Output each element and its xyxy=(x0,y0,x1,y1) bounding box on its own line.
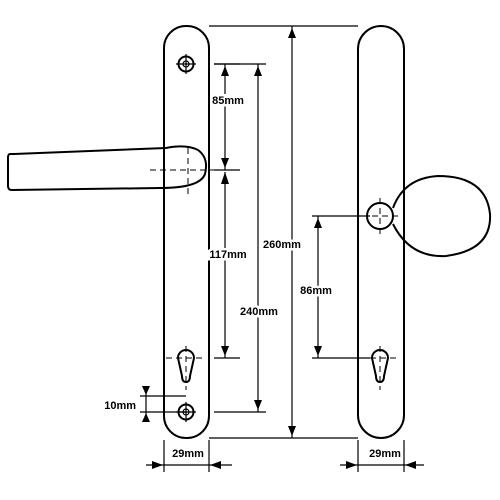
right-backplate xyxy=(357,25,405,439)
dim-29mm-left: 29mm xyxy=(146,440,232,472)
top-screw-hole xyxy=(176,54,196,74)
dim-117mm: 117mm xyxy=(207,172,249,359)
dim-86mm: 86mm xyxy=(298,215,370,359)
dim-10mm: 10mm xyxy=(104,386,186,422)
left-plate-outline xyxy=(163,25,210,439)
right-cylinder-cutout xyxy=(371,349,389,383)
dim-240mm: 240mm xyxy=(214,63,281,413)
dim-85mm-label: 85mm xyxy=(212,95,244,107)
lever-handle xyxy=(7,145,240,194)
dim-86mm-label: 86mm xyxy=(300,285,332,297)
dim-29mm-right-label: 29mm xyxy=(369,448,401,460)
left-cylinder-cutout xyxy=(177,349,195,383)
dim-240mm-label: 240mm xyxy=(240,306,278,318)
dim-85mm: 85mm xyxy=(210,63,247,171)
oval-knob xyxy=(392,175,492,258)
dim-117mm-label: 117mm xyxy=(209,249,247,261)
dim-260mm-label: 260mm xyxy=(263,239,301,251)
dim-10mm-label: 10mm xyxy=(104,400,136,412)
dim-29mm-left-label: 29mm xyxy=(172,448,204,460)
right-plate-outline xyxy=(357,25,405,439)
left-backplate xyxy=(163,25,210,439)
knob-spindle xyxy=(366,202,394,230)
dim-260mm: 260mm xyxy=(209,25,358,439)
dim-29mm-right: 29mm xyxy=(340,440,424,472)
